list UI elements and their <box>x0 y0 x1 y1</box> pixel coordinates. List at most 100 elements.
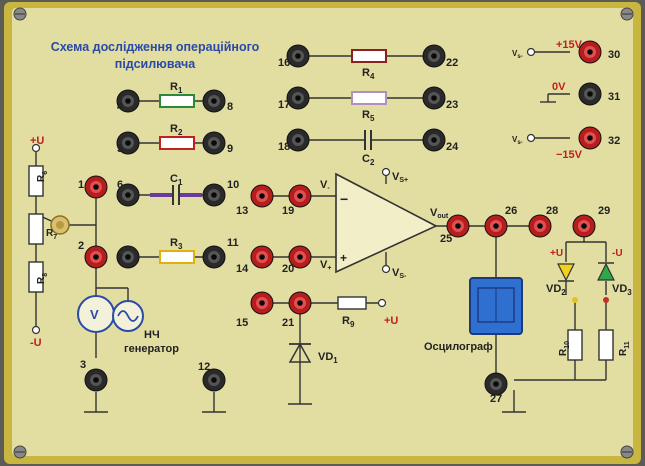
label-vd3: VD3 <box>612 283 632 297</box>
label-r9: R9 <box>342 315 355 329</box>
socket-13[interactable] <box>250 184 274 208</box>
label-r6: R6 <box>36 171 49 182</box>
socket-label-23: 23 <box>446 99 458 111</box>
resistor-r2 <box>159 136 195 150</box>
label-r1: R1 <box>170 81 183 95</box>
socket-label-22: 22 <box>446 57 458 69</box>
label-r7: R7 <box>46 228 57 241</box>
socket-label-29: 29 <box>598 205 610 217</box>
label-vs-bottom: Vs- <box>512 135 523 146</box>
led-vd3 <box>597 262 615 303</box>
generator-icon <box>112 300 144 332</box>
socket-20[interactable] <box>288 245 312 269</box>
socket-18[interactable] <box>286 128 310 152</box>
socket-11[interactable] <box>202 245 226 269</box>
label-vs-minus: VS- <box>392 267 407 280</box>
label-r3: R3 <box>170 237 183 251</box>
label-v-minus: V- <box>320 179 330 192</box>
socket-10[interactable] <box>202 183 226 207</box>
socket-24[interactable] <box>422 128 446 152</box>
resistor-r4 <box>351 49 387 63</box>
label-r9-plus-u: +U <box>384 315 398 327</box>
label-v-out: Vout <box>430 207 449 220</box>
socket-label-8: 8 <box>227 101 233 113</box>
socket-7[interactable] <box>116 245 140 269</box>
led-vd2 <box>557 263 578 303</box>
generator-label-1: НЧ <box>144 329 160 341</box>
resistor-r7 <box>28 213 44 245</box>
corner-screws <box>13 7 634 459</box>
oscilloscope-label: Осцилограф <box>424 341 493 353</box>
socket-22[interactable] <box>422 44 446 68</box>
sockets-layer <box>84 40 602 396</box>
socket-23[interactable] <box>422 86 446 110</box>
socket-32[interactable] <box>578 126 602 150</box>
socket-label-7: 7 <box>117 253 123 265</box>
labels-layer: 1 2 3 4 5 6 7 8 9 10 11 12 13 14 15 16 1… <box>30 39 632 405</box>
socket-29[interactable] <box>572 214 596 238</box>
socket-21[interactable] <box>288 291 312 315</box>
label-led-minus-u: -U <box>612 248 623 259</box>
resistor-r10 <box>567 329 583 361</box>
potentiometer-knob[interactable] <box>50 215 70 235</box>
label-plus-15v: +15V <box>556 39 583 51</box>
socket-label-24: 24 <box>446 141 459 153</box>
open-terminals <box>31 47 536 335</box>
socket-label-21: 21 <box>282 317 294 329</box>
socket-label-11: 11 <box>227 237 239 249</box>
socket-27[interactable] <box>484 372 508 396</box>
label-r2: R2 <box>170 123 183 137</box>
voltmeter-label: V <box>90 307 99 322</box>
socket-label-18: 18 <box>278 141 290 153</box>
socket-15[interactable] <box>250 291 274 315</box>
socket-28[interactable] <box>528 214 552 238</box>
label-zero-v: 0V <box>552 81 566 93</box>
oscilloscope-icon <box>469 277 523 335</box>
resistor-r1 <box>159 94 195 108</box>
title-line-2: підсилювача <box>115 57 196 71</box>
socket-25[interactable] <box>446 214 470 238</box>
socket-30[interactable] <box>578 40 602 64</box>
socket-label-6: 6 <box>117 179 123 191</box>
socket-6[interactable] <box>116 183 140 207</box>
socket-label-3: 3 <box>80 359 86 371</box>
label-r4: R4 <box>362 67 375 81</box>
board-panel <box>12 8 633 456</box>
socket-26[interactable] <box>484 214 508 238</box>
socket-label-13: 13 <box>236 205 248 217</box>
resistor-r11 <box>598 329 614 361</box>
socket-label-30: 30 <box>608 49 620 61</box>
generator-label-2: генератор <box>124 343 179 355</box>
socket-label-19: 19 <box>282 205 294 217</box>
label-plus-u: +U <box>30 135 44 147</box>
socket-12[interactable] <box>202 368 226 392</box>
socket-14[interactable] <box>250 245 274 269</box>
label-minus-15v: −15V <box>556 149 583 161</box>
capacitor-c1 <box>150 185 202 205</box>
socket-9[interactable] <box>202 131 226 155</box>
socket-4[interactable] <box>116 89 140 113</box>
label-vd2: VD2 <box>546 283 566 297</box>
socket-8[interactable] <box>202 89 226 113</box>
op-amp <box>335 172 438 274</box>
resistor-r5 <box>351 91 387 105</box>
label-r10: R10 <box>558 341 571 356</box>
socket-17[interactable] <box>286 86 310 110</box>
diode-vd1 <box>288 342 312 363</box>
socket-label-26: 26 <box>505 205 517 217</box>
socket-19[interactable] <box>288 184 312 208</box>
socket-3[interactable] <box>84 368 108 392</box>
label-r8: R8 <box>36 273 49 284</box>
label-r5: R5 <box>362 109 375 123</box>
label-r11: R11 <box>618 341 631 356</box>
socket-2[interactable] <box>84 245 108 269</box>
label-c1: C1 <box>170 173 183 187</box>
socket-label-9: 9 <box>227 143 233 155</box>
socket-31[interactable] <box>578 82 602 106</box>
socket-16[interactable] <box>286 44 310 68</box>
socket-label-17: 17 <box>278 99 290 111</box>
label-led-plus-u: +U <box>550 248 563 259</box>
label-vd1: VD1 <box>318 351 338 365</box>
socket-5[interactable] <box>116 131 140 155</box>
socket-1[interactable] <box>84 175 108 199</box>
